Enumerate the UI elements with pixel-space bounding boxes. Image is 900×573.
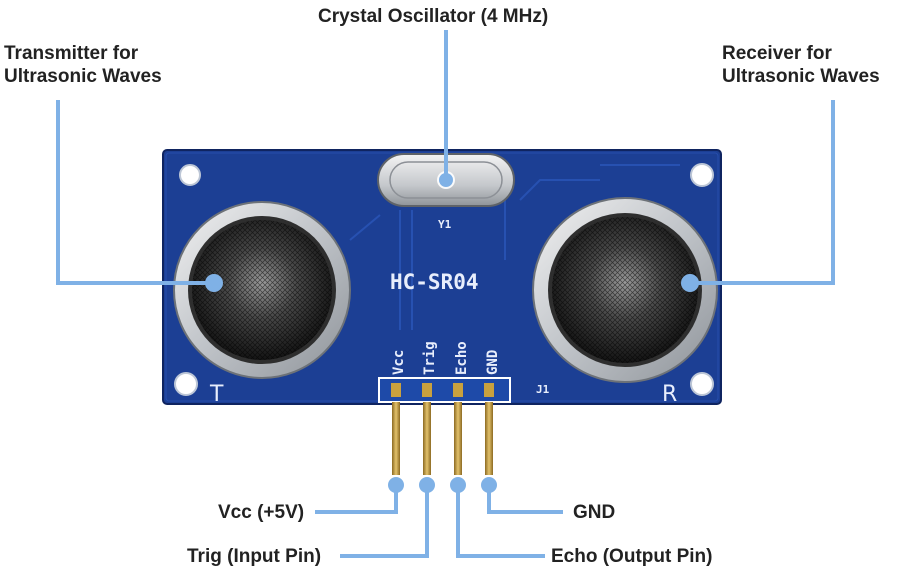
mounting-hole-top-right xyxy=(690,163,714,187)
label-transmitter-line2: Ultrasonic Waves xyxy=(4,66,162,87)
dot-gnd xyxy=(481,477,497,493)
pin-label-vcc: Vcc xyxy=(391,350,407,375)
leader-gnd xyxy=(487,486,563,514)
mounting-hole-top-left xyxy=(179,164,201,186)
label-echo: Echo (Output Pin) xyxy=(551,546,713,567)
pin-label-gnd: GND xyxy=(485,350,501,375)
model-text: HC-SR04 xyxy=(390,270,479,294)
dot-receiver xyxy=(681,274,699,292)
receiver xyxy=(532,197,718,383)
label-transmitter-line1: Transmitter for xyxy=(4,43,139,64)
label-crystal-oscillator: Crystal Oscillator (4 MHz) xyxy=(318,6,549,27)
leader-transmitter xyxy=(56,100,212,285)
pin-label-trig: Trig xyxy=(422,341,438,375)
dot-echo xyxy=(450,477,466,493)
dot-transmitter xyxy=(205,274,223,292)
label-receiver-line1: Receiver for xyxy=(722,43,832,64)
label-receiver: Receiver for Ultrasonic Waves xyxy=(722,42,880,88)
crystal-ref-text: Y1 xyxy=(438,218,452,231)
pin-label-echo: Echo xyxy=(454,341,470,375)
pin-header xyxy=(378,377,511,475)
label-vcc: Vcc (+5V) xyxy=(218,502,305,523)
dot-vcc xyxy=(388,477,404,493)
mounting-hole-bottom-left xyxy=(174,372,198,396)
pin-echo xyxy=(454,402,462,475)
dot-crystal xyxy=(439,173,453,187)
transmitter xyxy=(173,201,351,379)
leader-receiver xyxy=(692,100,835,285)
leader-trig xyxy=(340,486,429,558)
leader-echo xyxy=(456,486,545,558)
pin-vcc xyxy=(392,402,400,475)
dot-trig xyxy=(419,477,435,493)
leader-vcc xyxy=(315,486,398,514)
label-receiver-line2: Ultrasonic Waves xyxy=(722,66,880,87)
header-ref-text: J1 xyxy=(536,383,550,396)
mounting-hole-bottom-right xyxy=(690,372,714,396)
label-gnd: GND xyxy=(573,502,616,523)
pin-gnd xyxy=(485,402,493,475)
receiver-mark-text: R xyxy=(662,382,677,407)
label-transmitter: Transmitter for Ultrasonic Waves xyxy=(4,42,162,88)
label-trig: Trig (Input Pin) xyxy=(187,546,322,567)
transmitter-mark-text: T xyxy=(209,382,224,407)
pin-trig xyxy=(423,402,431,475)
